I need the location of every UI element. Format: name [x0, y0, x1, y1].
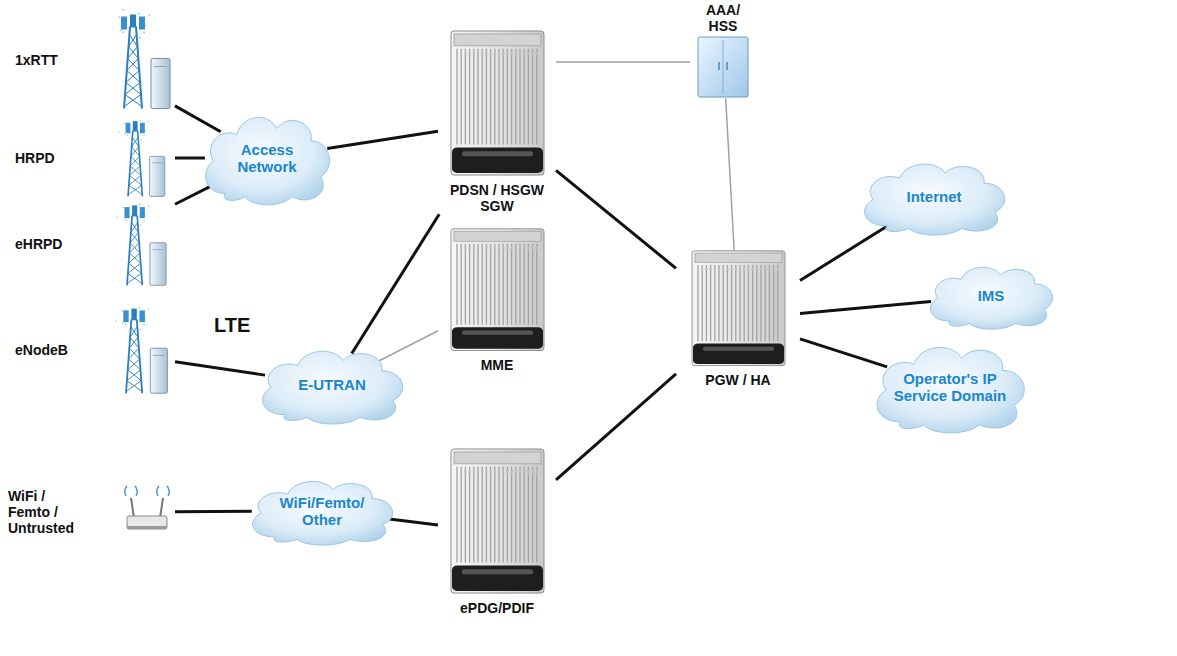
text-group: ePDG/PDIF	[441, 600, 553, 616]
chassis-icon	[691, 250, 786, 368]
chassis-label: ePDG/PDIF	[441, 600, 553, 616]
text-group: IMS	[941, 287, 1041, 304]
network-cloud: Internet	[856, 158, 1012, 236]
base-station: eNodeB	[15, 305, 175, 395]
text-group: PDSN / HSGW SGW	[441, 182, 553, 214]
router-icon	[119, 482, 175, 542]
network-type-label: LTE	[214, 314, 250, 337]
cloud-label: IMS	[941, 287, 1041, 304]
network-link	[726, 98, 734, 250]
chassis-label: PGW / HA	[682, 372, 794, 388]
base-station: eHRPD	[15, 202, 175, 287]
network-link	[175, 157, 205, 160]
network-cloud: Operator's IP Service Domain	[868, 340, 1032, 434]
server-node: AAA/ HSS	[690, 2, 756, 98]
text-group: WiFi/Femto/ Other	[272, 494, 372, 529]
network-link	[327, 131, 438, 148]
station-label: HRPD	[15, 150, 103, 166]
network-link	[175, 106, 221, 132]
network-link	[800, 301, 931, 313]
network-cloud: WiFi/Femto/ Other	[244, 476, 400, 546]
text-group: Access Network	[224, 141, 310, 176]
network-cloud: E-UTRAN	[254, 345, 410, 425]
text-group: eNodeB	[15, 342, 103, 358]
network-link	[800, 339, 887, 367]
text-group: E-UTRAN	[272, 376, 392, 393]
network-cloud: Access Network	[198, 110, 336, 206]
network-link	[352, 214, 439, 353]
network-link	[556, 61, 690, 63]
text-group: WiFi / Femto / Untrusted	[8, 488, 86, 536]
access-point: WiFi / Femto / Untrusted	[8, 468, 175, 556]
text-group: HRPD	[15, 150, 103, 166]
chassis-icon	[450, 30, 545, 178]
gateway-chassis: PGW / HA	[676, 250, 800, 388]
station-label: eNodeB	[15, 342, 103, 358]
tower-icon	[113, 305, 175, 395]
cloud-label: E-UTRAN	[272, 376, 392, 393]
text-group: AAA/ HSS	[701, 2, 745, 34]
cloud-label: WiFi/Femto/ Other	[272, 494, 372, 529]
server-label: AAA/ HSS	[701, 2, 745, 34]
chassis-icon	[450, 228, 545, 353]
network-link	[389, 519, 438, 525]
base-station: HRPD	[15, 118, 175, 198]
network-link	[175, 362, 265, 375]
gateway-chassis: PDSN / HSGW SGW	[438, 30, 556, 214]
chassis-label: MME	[441, 357, 553, 373]
network-link	[175, 510, 252, 513]
cloud-label: Access Network	[224, 141, 310, 176]
tower-icon	[113, 8, 175, 113]
text-group: eHRPD	[15, 236, 103, 252]
chassis-label: PDSN / HSGW SGW	[441, 182, 553, 214]
network-link	[800, 223, 893, 281]
station-label: WiFi / Femto / Untrusted	[8, 488, 86, 536]
base-station: 1xRTT	[15, 8, 175, 113]
text-group: 1xRTT	[15, 52, 103, 68]
server-cabinet-icon	[697, 36, 749, 98]
network-link	[556, 374, 676, 480]
network-cloud: IMS	[923, 262, 1059, 330]
station-label: 1xRTT	[15, 52, 103, 68]
text-group: MME	[441, 357, 553, 373]
network-link	[379, 331, 438, 361]
text-group: Internet	[874, 188, 994, 205]
station-label: eHRPD	[15, 236, 103, 252]
text-group: PGW / HA	[682, 372, 794, 388]
gateway-chassis: MME	[438, 228, 556, 373]
connector-group	[175, 62, 931, 525]
network-link	[556, 170, 676, 268]
cloud-label: Internet	[874, 188, 994, 205]
text-group: Operator's IP Service Domain	[891, 370, 1009, 405]
gateway-chassis: ePDG/PDIF	[438, 448, 556, 616]
tower-icon	[113, 118, 175, 198]
tower-icon	[113, 202, 175, 287]
cloud-label: Operator's IP Service Domain	[891, 370, 1009, 405]
chassis-icon	[450, 448, 545, 596]
